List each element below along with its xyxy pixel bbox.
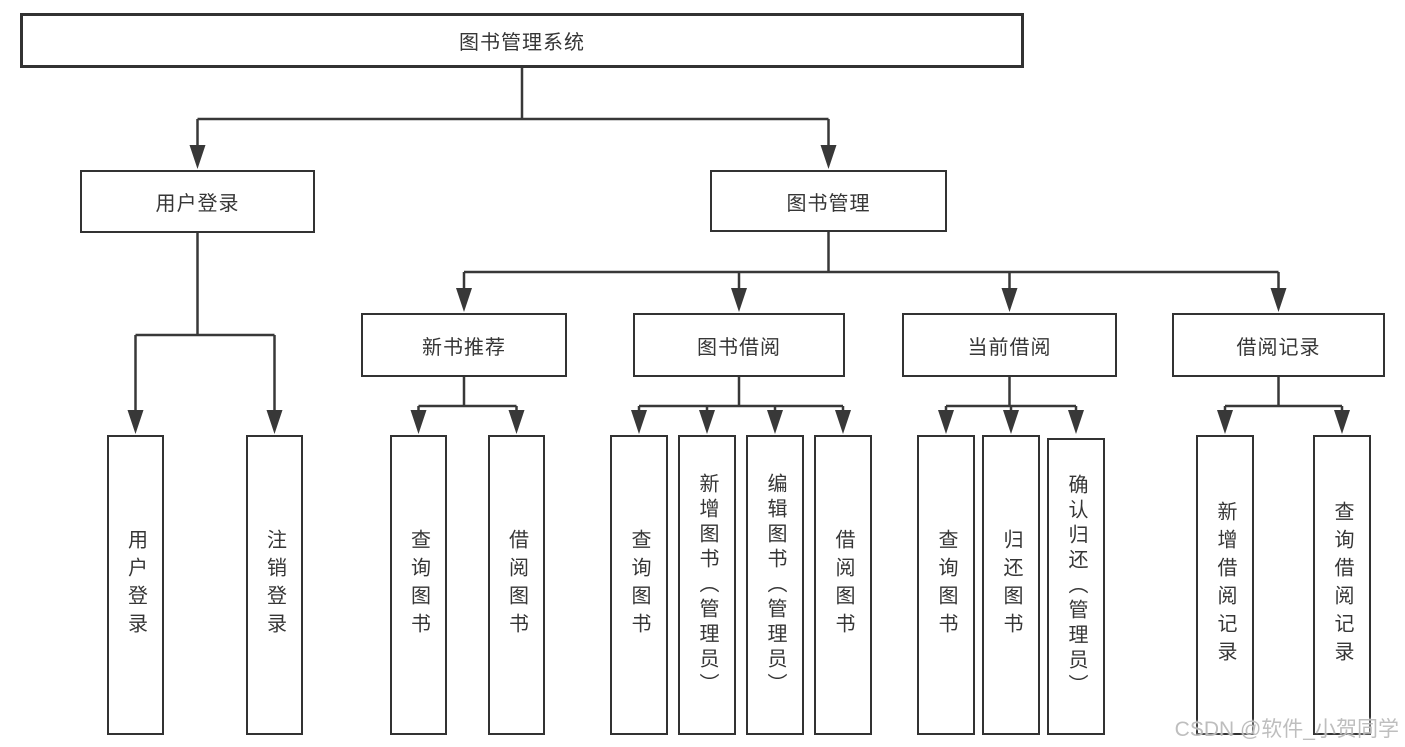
node-root-library-system: 图书管理系统: [20, 13, 1024, 68]
node-label: 新书推荐: [422, 336, 506, 359]
node-label: 图书管理: [786, 192, 871, 215]
arrow-down-icon: [1068, 410, 1084, 434]
node-label: 查询图书: [628, 529, 650, 641]
connector-userlogin-to-leaves: [134, 233, 276, 415]
node-user-login: 用户登录: [80, 170, 315, 233]
leaf-current-return-books: 归还图书: [982, 435, 1040, 735]
node-borrowing-records: 借阅记录: [1172, 313, 1385, 377]
arrow-down-icon: [938, 410, 954, 434]
node-new-book-recommendation: 新书推荐: [361, 313, 567, 377]
node-label: 借阅图书: [832, 529, 854, 641]
arrow-down-icon: [1217, 410, 1233, 434]
leaf-records-query-borrow-record: 查询借阅记录: [1313, 435, 1371, 735]
arrow-down-icon: [820, 145, 837, 169]
arrow-down-icon: [410, 410, 427, 434]
leaf-current-query-books: 查询图书: [917, 435, 975, 735]
connector-currentborrow-to-leaves: [944, 377, 1078, 415]
leaf-records-add-borrow-record: 新增借阅记录: [1196, 435, 1254, 735]
node-label: 新增图书（管理员）: [696, 472, 718, 698]
node-label: 图书借阅: [697, 336, 781, 359]
node-current-borrowing: 当前借阅: [902, 313, 1117, 377]
node-label: 查询图书: [407, 529, 430, 641]
arrow-down-icon: [699, 410, 715, 434]
arrow-down-icon: [1001, 288, 1018, 312]
arrow-down-icon: [456, 288, 472, 312]
arrow-down-icon: [1334, 410, 1350, 434]
leaf-logout-login: 注销登录: [246, 435, 303, 735]
node-label: 当前借阅: [967, 336, 1052, 359]
node-label: 新增借阅记录: [1214, 501, 1236, 669]
node-book-management: 图书管理: [710, 170, 947, 232]
arrowheads: [127, 145, 1350, 434]
node-label: 确认归还（管理员）: [1065, 474, 1087, 699]
leaf-borrow-edit-books-admin: 编辑图书（管理员）: [746, 435, 804, 735]
node-label: 查询借阅记录: [1331, 501, 1353, 669]
arrow-down-icon: [127, 410, 144, 434]
node-label: 用户登录: [155, 193, 240, 215]
connector-bookborrow-to-leaves: [637, 377, 845, 415]
leaf-current-confirm-return-admin: 确认归还（管理员）: [1047, 438, 1105, 735]
leaf-newbook-borrow-books: 借阅图书: [488, 435, 545, 735]
leaf-newbook-query-books: 查询图书: [390, 435, 447, 735]
node-label: 借阅图书: [505, 529, 528, 641]
arrow-down-icon: [1270, 288, 1287, 312]
connector-newbook-to-leaves: [417, 377, 518, 415]
leaf-borrow-query-books: 查询图书: [610, 435, 668, 735]
node-label: 归还图书: [1000, 529, 1022, 641]
connector-bookmgmt-to-level3: [462, 232, 1280, 293]
arrow-down-icon: [731, 288, 747, 312]
connector-records-to-leaves: [1223, 377, 1344, 415]
node-label: 查询图书: [935, 529, 957, 641]
connector-root-to-level2: [196, 68, 830, 150]
arrow-down-icon: [266, 410, 283, 434]
arrow-down-icon: [631, 410, 647, 434]
arrow-down-icon: [1003, 410, 1019, 434]
arrow-down-icon: [508, 410, 525, 434]
node-label: 用户登录: [124, 529, 147, 641]
node-book-borrowing: 图书借阅: [633, 313, 845, 377]
leaf-borrow-add-books-admin: 新增图书（管理员）: [678, 435, 736, 735]
node-label: 图书管理系统: [459, 32, 585, 54]
leaf-borrow-borrow-books: 借阅图书: [814, 435, 872, 735]
node-label: 编辑图书（管理员）: [764, 472, 786, 698]
arrow-down-icon: [189, 145, 206, 169]
arrow-down-icon: [835, 410, 851, 434]
leaf-user-login: 用户登录: [107, 435, 164, 735]
node-label: 借阅记录: [1236, 336, 1321, 359]
node-label: 注销登录: [263, 529, 286, 641]
arrow-down-icon: [767, 410, 783, 434]
csdn-watermark: CSDN @软件_小贺同学: [1174, 718, 1399, 741]
